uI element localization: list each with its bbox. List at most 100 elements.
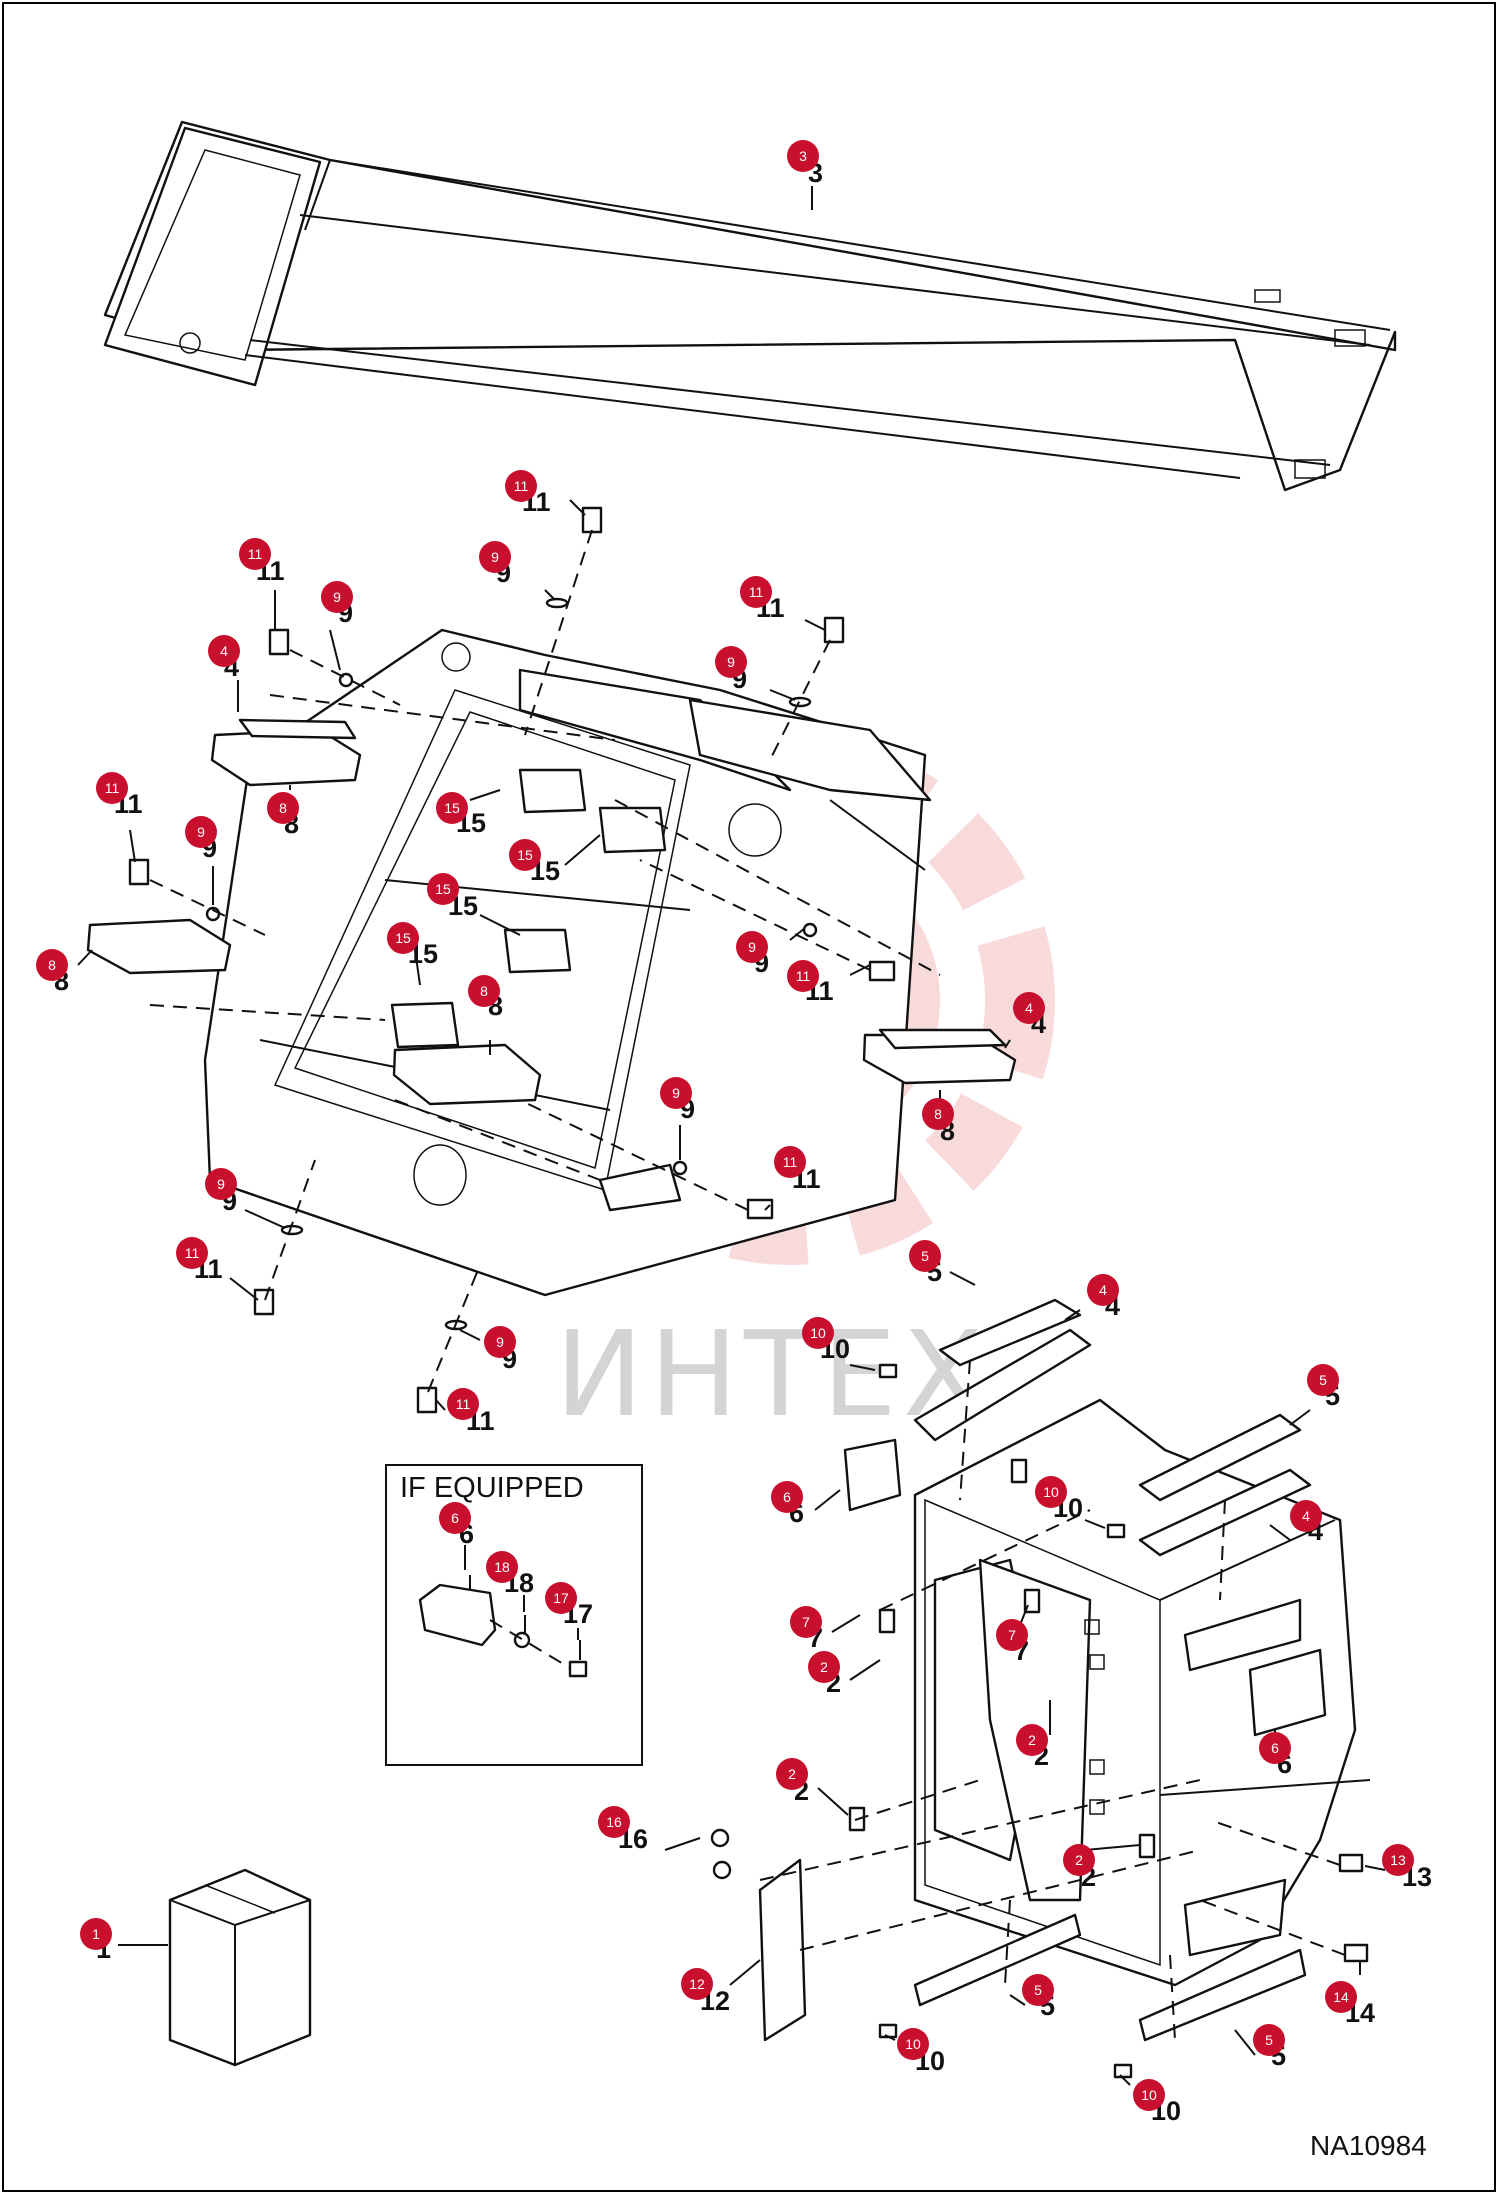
callout-leader-line [789, 927, 806, 941]
callout-leader-line [244, 1209, 286, 1229]
callout-c9f: 99 [660, 1077, 695, 1160]
callout-leader-line [1004, 1039, 1011, 1049]
callout-badge-dot [909, 1240, 941, 1272]
callout-badge-number: 4 [1302, 1508, 1310, 1524]
callout-badge-dot [660, 1077, 692, 1109]
callout-badge-dot [96, 772, 128, 804]
callout-badge-dot [1382, 1844, 1414, 1876]
callout-badge-number: 8 [279, 800, 287, 816]
callout-badge-number: 15 [395, 930, 411, 946]
callout-c9a: 99 [479, 541, 556, 601]
callout-badge-number: 2 [1075, 1852, 1083, 1868]
callout-badge-dot [509, 839, 541, 871]
callout-badge-dot [486, 1551, 518, 1583]
callout-c2a: 22 [808, 1651, 881, 1698]
callout-badge-number: 10 [905, 2036, 921, 2052]
callout-badge-number: 7 [1008, 1627, 1016, 1643]
callout-badge-number: 2 [788, 1766, 796, 1782]
callout-c7a: 77 [790, 1606, 861, 1653]
callout-badge-dot [267, 792, 299, 824]
callout-badge-number: 5 [1034, 1982, 1042, 1998]
callout-leader-line [764, 1204, 771, 1211]
callout-c5a: 55 [909, 1240, 976, 1287]
callout-badge-number: 6 [1271, 1740, 1279, 1756]
callout-badge-dot [681, 1968, 713, 2000]
callout-badge-dot [715, 646, 747, 678]
callout-badge-number: 17 [553, 1590, 569, 1606]
callout-leader-line [459, 1329, 481, 1341]
wear-pads-group [86, 718, 1017, 1106]
callout-badge-dot [787, 140, 819, 172]
callout-c6a: 66 [439, 1502, 474, 1570]
drawing-code: NA10984 [1310, 2130, 1427, 2161]
callout-badge-number: 11 [456, 1396, 471, 1412]
callout-leader-line [469, 789, 501, 801]
callout-badge-number: 11 [796, 968, 811, 984]
callout-badge-dot [808, 1651, 840, 1683]
callout-badge-number: 8 [48, 957, 56, 973]
callout-badge-dot [774, 1146, 806, 1178]
callout-badge-dot [176, 1237, 208, 1269]
callout-badge-number: 8 [480, 983, 488, 999]
callout-badge-number: 5 [1319, 1372, 1327, 1388]
callout-c4a: 44 [208, 635, 240, 712]
callout-c7b: 77 [996, 1604, 1029, 1666]
callout-badge-number: 9 [748, 939, 756, 955]
callout-c9b: 99 [321, 581, 353, 671]
callout-badge-number: 11 [185, 1245, 200, 1261]
callout-badge-dot [427, 873, 459, 905]
callout-badge-number: 11 [105, 780, 120, 796]
assembly-lines-lower [759, 1359, 1346, 2041]
if-equipped-inset [385, 1464, 643, 1766]
callout-leader-line [329, 629, 341, 671]
callout-badge-number: 4 [220, 643, 228, 659]
callout-badge-dot [787, 960, 819, 992]
lower-hardware-group [710, 1298, 1369, 2079]
callout-badge-number: 3 [799, 148, 807, 164]
inset-heading: IF EQUIPPED [400, 1472, 584, 1504]
callout-leader-line [1364, 1865, 1386, 1871]
callout-badge-dot [1325, 1981, 1357, 2013]
callout-c1: 11 [80, 1918, 168, 1964]
callout-badge-dot [790, 1606, 822, 1638]
callout-badge-dot [1087, 1274, 1119, 1306]
callout-leader-line [729, 1959, 761, 1986]
callout-c3: 33 [787, 140, 823, 210]
callout-badge-dot [205, 1168, 237, 1200]
callout-badge-dot [387, 922, 419, 954]
callout-badge-dot [1290, 1500, 1322, 1532]
callout-leader-line [1084, 1844, 1141, 1851]
callout-leader-line [817, 1787, 849, 1816]
callout-badge-dot [771, 1481, 803, 1513]
callout-badge-dot [740, 576, 772, 608]
callout-badge-number: 11 [783, 1154, 798, 1170]
callout-badge-number: 15 [517, 847, 533, 863]
watermark-text: ИНТЕХ [555, 1305, 989, 1443]
callout-leader-line [849, 964, 871, 976]
callout-c9c: 99 [715, 646, 796, 701]
callout-leader-line [849, 1364, 876, 1371]
callout-badge-number: 9 [727, 654, 735, 670]
callout-badge-dot [436, 792, 468, 824]
callout-c6b: 66 [771, 1481, 841, 1528]
callout-leader-line [1119, 2074, 1131, 2086]
callout-badge-dot [802, 1317, 834, 1349]
callout-leader-line [479, 914, 521, 936]
callout-leader-line [1289, 1409, 1311, 1426]
callout-badge-number: 9 [491, 549, 499, 565]
callout-badge-dot [776, 1758, 808, 1790]
callout-leader-line [1084, 1519, 1106, 1529]
callout-leader-line [129, 829, 136, 863]
callout-leader-line [229, 1277, 259, 1301]
callout-badge-number: 13 [1390, 1852, 1406, 1868]
